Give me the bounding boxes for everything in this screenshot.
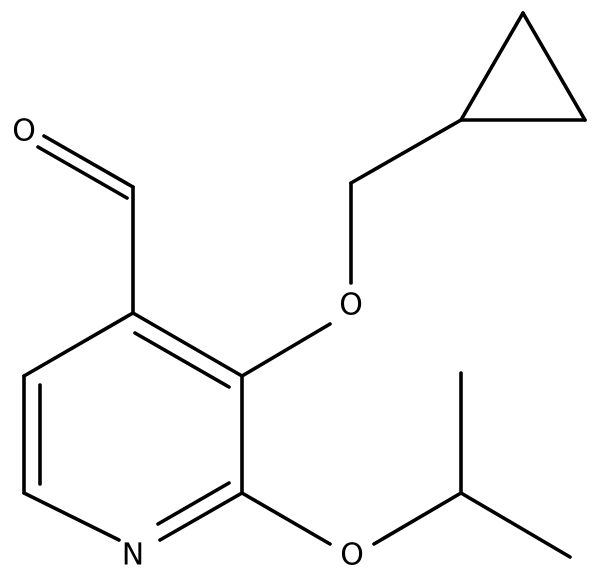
bond-cyclopropyl-a (459, 11, 525, 122)
atom-label-ether-oxygen-upper: O (339, 288, 363, 323)
bond-c5-c4 (22, 311, 135, 378)
atom-label-ether-oxygen-lower: O (340, 538, 364, 573)
bond-n1-c6 (22, 491, 121, 542)
bond-c2-n1 (158, 491, 244, 542)
bond-c4-c3-inner (133, 331, 231, 389)
bond-c2-o (240, 491, 332, 546)
atom-label-ring-nitrogen: N (122, 538, 144, 573)
bond-ch2-cyclopropyl (349, 118, 463, 185)
bond-ch-methyl-down (459, 491, 572, 559)
bond-c2-n1-inner (156, 481, 231, 526)
bond-c3-o (240, 322, 332, 378)
bond-c4-c3 (131, 311, 244, 378)
bond-o-ch (372, 491, 463, 546)
bond-aldehyde-co (42, 134, 135, 189)
atom-label-aldehyde-oxygen: O (12, 114, 36, 149)
bond-aldehyde-co-double (36, 145, 129, 200)
bond-cyclopropyl-b (521, 11, 587, 122)
